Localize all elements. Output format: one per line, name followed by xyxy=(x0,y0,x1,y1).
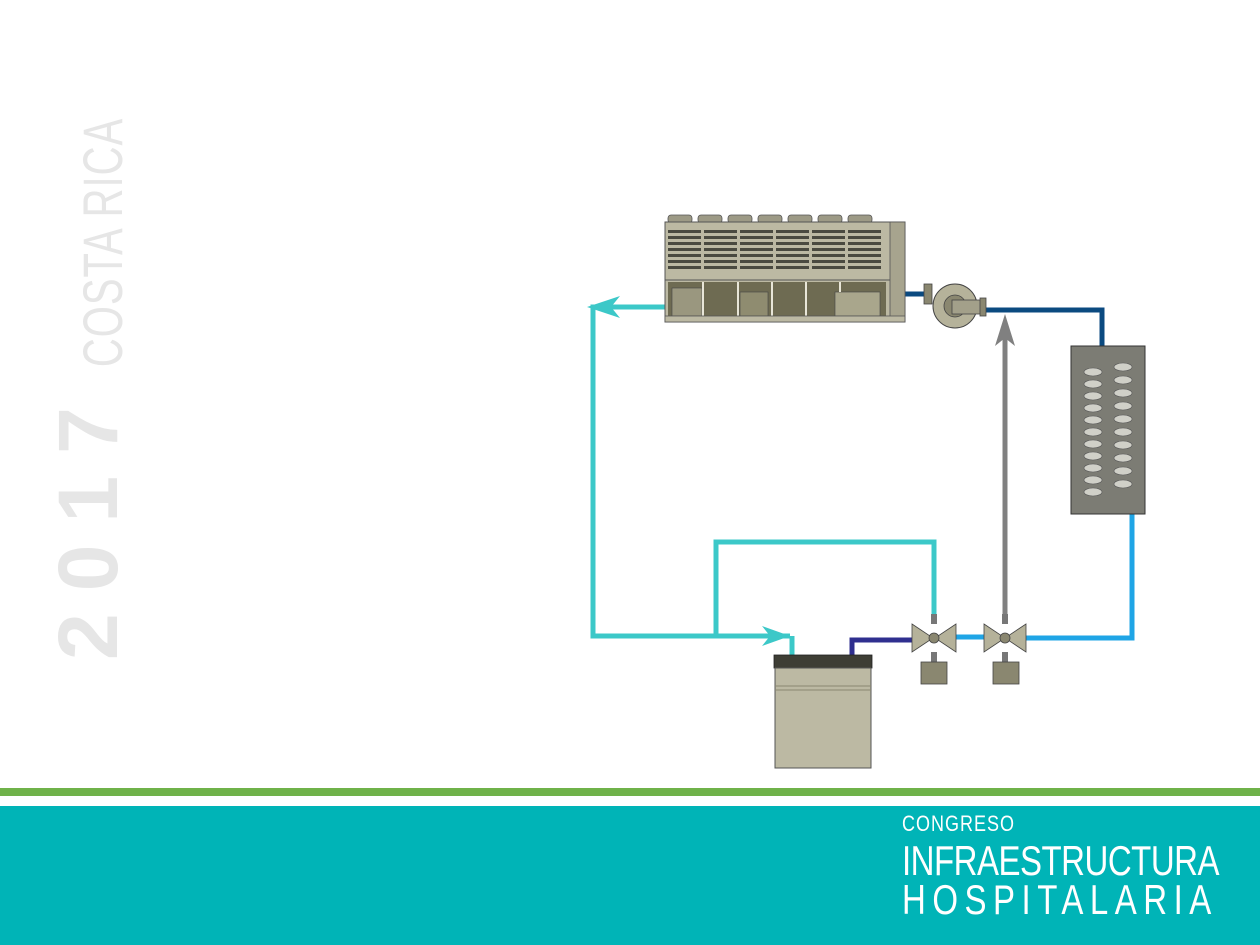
pipe-bypass-loop xyxy=(713,539,937,636)
footer-green-stripe xyxy=(0,788,1260,796)
congress-logo: CONGRESO INFRAESTRUCTURA HOSPITALARIA xyxy=(902,810,1220,920)
arrow-left-icon xyxy=(587,296,620,318)
chilled-water-diagram xyxy=(587,214,1146,769)
footer-band xyxy=(0,806,1260,945)
brand-line-1: CONGRESO xyxy=(902,810,1016,836)
arrow-up-icon xyxy=(995,314,1015,346)
control-valve-1 xyxy=(911,614,957,685)
brand-line-2: INFRAESTRUCTURA xyxy=(902,837,1220,884)
pipe-ahu-return xyxy=(1026,514,1135,641)
pump xyxy=(923,283,987,329)
side-year: 2017 xyxy=(41,385,135,660)
arrow-right-icon xyxy=(762,626,790,646)
brand-line-3: HOSPITALARIA xyxy=(902,876,1218,923)
side-country: COSTA RICA xyxy=(73,117,135,368)
side-label: 2017 COSTA RICA xyxy=(40,118,137,660)
pipe-tank-to-valve xyxy=(849,637,912,656)
air-handling-unit xyxy=(1070,345,1146,515)
pipe-chiller-return xyxy=(590,304,790,639)
chiller xyxy=(664,214,906,323)
footer-gap xyxy=(0,796,1260,806)
control-valve-2 xyxy=(983,614,1027,685)
expansion-tank xyxy=(773,654,873,769)
pipe-pump-to-ahu xyxy=(984,307,1105,348)
